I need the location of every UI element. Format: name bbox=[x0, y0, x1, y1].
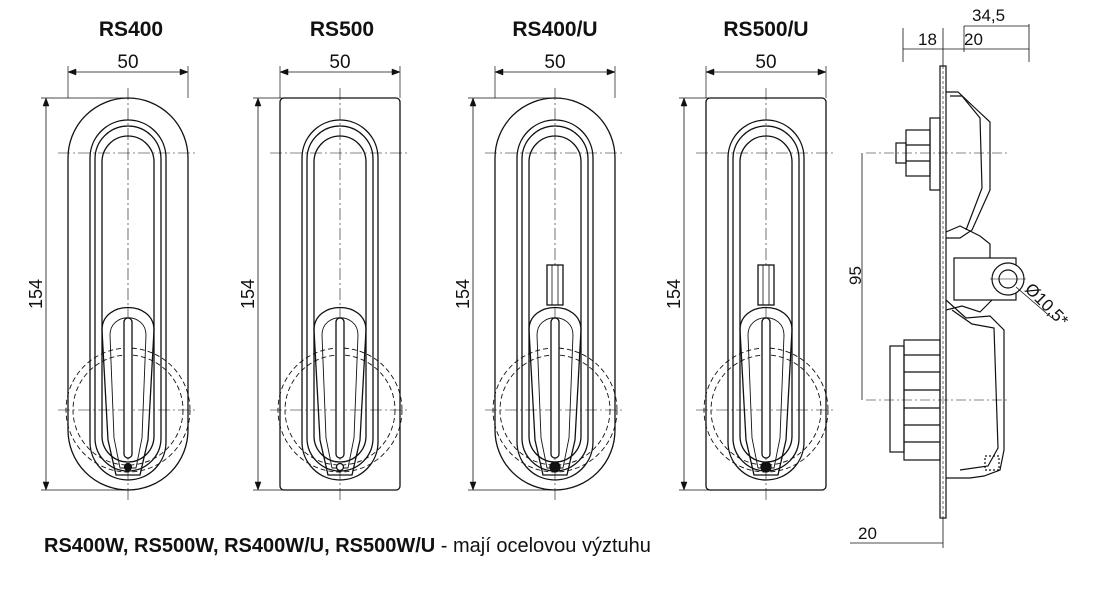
model-title-3: RS400/U bbox=[512, 18, 598, 41]
height-dim-2: 154 bbox=[238, 279, 258, 309]
dim-18: 18 bbox=[918, 30, 937, 49]
dim-34-5: 34,5 bbox=[972, 6, 1005, 25]
note-description: - mají ocelovou výztuhu bbox=[435, 535, 651, 557]
model-title-4: RS500/U bbox=[723, 18, 809, 41]
model-title-2: RS500 bbox=[309, 18, 375, 41]
front-view-4: 50 154 bbox=[664, 52, 836, 500]
front-view-3: 50 154 bbox=[453, 52, 625, 500]
side-view bbox=[850, 24, 1053, 548]
front-views: 50 154 50 154 50 154 50 154 bbox=[26, 52, 836, 500]
dim-20-bottom: 20 bbox=[858, 524, 877, 543]
width-dim-2: 50 bbox=[329, 52, 350, 73]
dim-diameter: Ø10,5* bbox=[1021, 279, 1072, 330]
dim-95: 95 bbox=[846, 266, 865, 285]
width-dim-4: 50 bbox=[755, 52, 776, 73]
front-view-2: 50 154 bbox=[238, 52, 410, 500]
width-dim-3: 50 bbox=[544, 52, 565, 73]
front-view-1: 50 154 bbox=[26, 52, 198, 500]
height-dim-1: 154 bbox=[26, 279, 46, 309]
height-dim-4: 154 bbox=[664, 279, 684, 309]
height-dim-3: 154 bbox=[453, 279, 473, 309]
model-title-1: RS400 bbox=[98, 18, 164, 41]
note-text: RS400W, RS500W, RS400W/U, RS500W/U - maj… bbox=[44, 528, 744, 564]
dim-20-top: 20 bbox=[964, 30, 983, 49]
width-dim-1: 50 bbox=[117, 52, 138, 73]
note-models: RS400W, RS500W, RS400W/U, RS500W/U bbox=[44, 535, 436, 557]
